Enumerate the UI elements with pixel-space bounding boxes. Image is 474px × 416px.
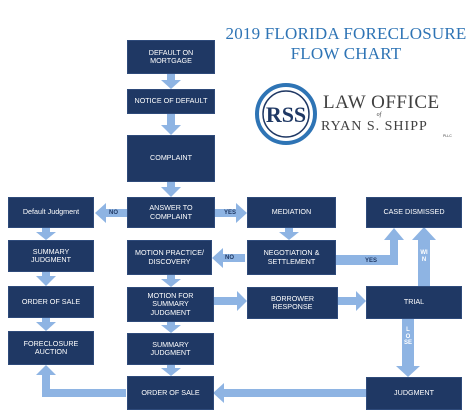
box-judgment: JUDGMENT	[366, 377, 462, 410]
box-summary-judgment-center: SUMMARY JUDGMENT	[127, 333, 214, 365]
logo-monogram: RSS	[266, 102, 306, 127]
label-no-default-judgment: NO	[109, 210, 118, 216]
arrow-summary-to-order-left	[36, 272, 56, 286]
box-motion-for-summary-judgment: MOTION FOR SUMMARY JUDGMENT	[127, 287, 214, 322]
box-complaint: COMPLAINT	[127, 135, 215, 182]
box-case-dismissed: CASE DISMISSED	[366, 197, 462, 228]
arrow-answer-to-mediation	[214, 203, 247, 223]
chart-title-line2: FLOW CHART	[290, 44, 402, 63]
arrow-motion-practice-to-msj	[161, 275, 181, 287]
box-trial: TRIAL	[366, 286, 462, 319]
arrow-answer-to-default-judgment	[95, 203, 128, 223]
label-yes-mediation: YES	[224, 210, 237, 216]
arrow-default-to-notice	[161, 74, 181, 89]
chart-title-line1: 2019 FLORIDA FORECLOSURE	[225, 24, 467, 43]
label-no-motion-practice: NO	[225, 255, 234, 261]
arrow-complaint-to-answer	[161, 182, 181, 197]
arrow-notice-to-complaint	[161, 114, 181, 135]
arrow-default-judgment-to-summary	[36, 228, 56, 240]
box-answer-to-complaint: ANSWER TO COMPLAINT	[127, 197, 215, 228]
arrow-order-to-auction	[36, 318, 56, 331]
arrow-msj-to-summary-judgment	[161, 322, 181, 333]
logo-line2: RYAN S. SHIPP	[321, 119, 428, 134]
box-motion-practice-discovery: MOTION PRACTICE/ DISCOVERY	[127, 240, 212, 275]
logo-of: of	[377, 111, 383, 118]
box-order-of-sale-bottom: ORDER OF SALE	[127, 376, 214, 410]
box-default-judgment: Default Judgment	[8, 197, 94, 228]
arrow-trial-to-judgment	[396, 319, 420, 377]
box-notice-of-default: NOTICE OF DEFAULT	[127, 89, 215, 114]
arrow-borrower-response-to-trial	[338, 291, 366, 311]
label-lose: LOSE	[404, 327, 413, 346]
arrow-trial-to-case-dismissed	[412, 227, 436, 286]
logo-line1: LAW OFFICE	[323, 92, 440, 113]
arrow-summary-judgment-to-order	[161, 365, 181, 376]
box-mediation: MEDIATION	[247, 197, 336, 228]
arrow-msj-to-borrower-response	[214, 291, 247, 311]
label-win: WIN	[420, 250, 428, 263]
box-foreclosure-auction: FORECLOSURE AUCTION	[8, 331, 94, 365]
arrow-order-of-sale-to-auction	[36, 365, 126, 397]
arrow-negotiation-to-motion-practice	[212, 248, 245, 268]
box-summary-judgment-left: SUMMARY JUDGMENT	[8, 240, 94, 272]
label-yes-case-dismissed: YES	[365, 258, 378, 264]
box-default-on-mortgage: DEFAULT ON MORTGAGE	[127, 40, 215, 74]
box-negotiation-settlement: NEGOTIATION & SETTLEMENT	[247, 240, 336, 275]
arrow-judgment-to-order-of-sale	[213, 383, 366, 403]
box-borrower-response: BORROWER RESPONSE	[247, 287, 338, 319]
arrow-negotiation-to-case-dismissed	[336, 228, 404, 265]
box-order-of-sale-left: ORDER OF SALE	[8, 286, 94, 318]
law-office-logo: RSS LAW OFFICE of RYAN S. SHIPP PLLC	[255, 83, 452, 145]
logo-suffix: PLLC	[443, 134, 452, 138]
arrow-mediation-to-negotiation	[279, 228, 299, 240]
